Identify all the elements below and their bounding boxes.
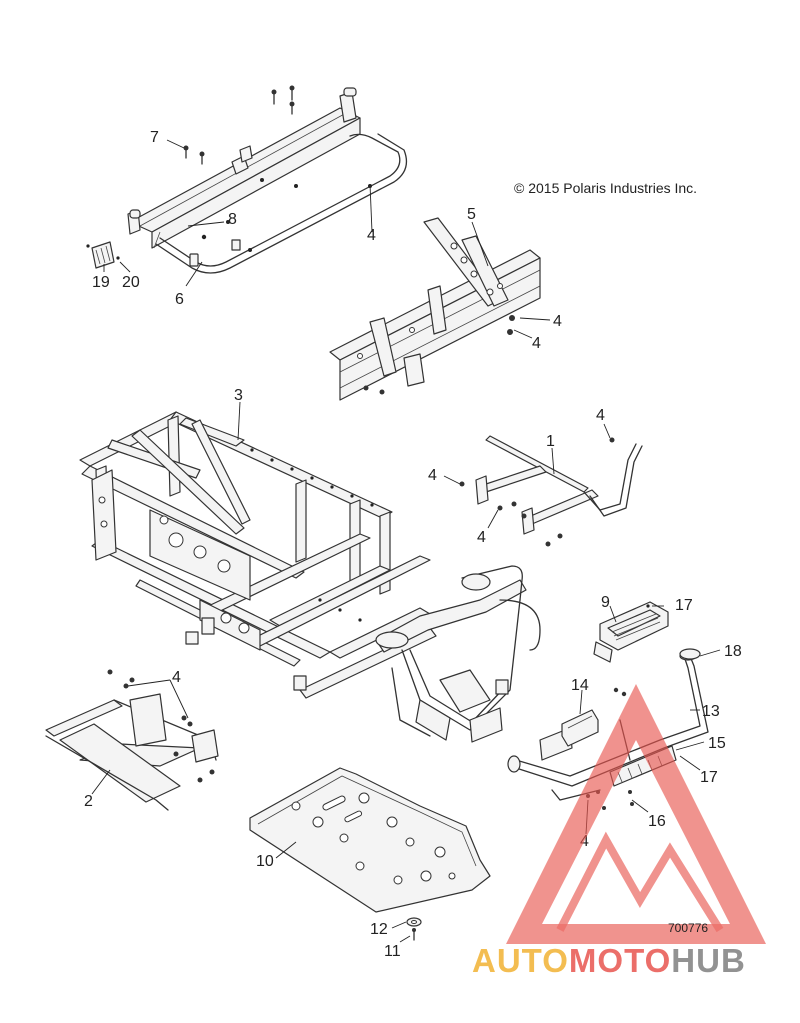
callout-labels: 7 8 4 6 19 20 5 4 4 3 1 4 4 4 4 2 10 12 … xyxy=(84,129,742,960)
callout-1: 1 xyxy=(546,433,555,450)
callout-13: 13 xyxy=(702,703,720,720)
part-6-rack-frame xyxy=(127,87,408,274)
callout-7: 7 xyxy=(150,129,159,146)
part-10-skid-plate xyxy=(249,767,491,913)
part-5-cross-brace xyxy=(329,217,541,401)
callout-10: 10 xyxy=(256,853,274,870)
reference-number: 700776 xyxy=(668,921,708,935)
bolts-7 xyxy=(183,85,295,165)
watermark-triangle-icon xyxy=(506,684,766,944)
part-14-bracket xyxy=(561,709,599,747)
callout-8: 8 xyxy=(228,211,237,228)
copyright-notice: © 2015 Polaris Industries Inc. xyxy=(514,180,697,196)
callout-4: 4 xyxy=(428,467,437,484)
callout-4: 4 xyxy=(477,529,486,546)
callout-4: 4 xyxy=(596,407,605,424)
callout-17: 17 xyxy=(675,597,693,614)
callout-4: 4 xyxy=(367,227,376,244)
callout-16: 16 xyxy=(648,813,666,830)
callout-12: 12 xyxy=(370,921,388,938)
part-1-step-bracket xyxy=(459,435,643,547)
callout-5: 5 xyxy=(467,206,476,223)
callout-20: 20 xyxy=(122,274,140,291)
watermark-moto: MOTO xyxy=(569,942,671,979)
watermark-text: AUTOMOTOHUB xyxy=(472,942,746,979)
callout-2: 2 xyxy=(84,793,93,810)
callout-18: 18 xyxy=(724,643,742,660)
part-11-screw xyxy=(412,928,416,941)
callout-4: 4 xyxy=(532,335,541,352)
callout-4: 4 xyxy=(580,833,589,850)
part-12-washer xyxy=(406,917,422,927)
part-18-cap xyxy=(679,648,701,660)
callout-14: 14 xyxy=(571,677,589,694)
callout-19: 19 xyxy=(92,274,110,291)
part-3-main-frame xyxy=(79,411,541,743)
callout-4: 4 xyxy=(553,313,562,330)
watermark-hub: HUB xyxy=(671,942,746,979)
callout-9: 9 xyxy=(601,594,610,611)
callout-4: 4 xyxy=(172,669,181,686)
watermark-logo: AUTOMOTOHUB xyxy=(472,684,766,979)
part-9-grille-bracket xyxy=(593,601,669,663)
watermark-auto: AUTO xyxy=(472,942,569,979)
part-2-step-bracket xyxy=(45,669,219,811)
callout-15: 15 xyxy=(708,735,726,752)
callout-3: 3 xyxy=(234,387,243,404)
callout-6: 6 xyxy=(175,291,184,308)
part-19-reflector xyxy=(86,241,120,269)
callout-11: 11 xyxy=(384,943,401,960)
callout-17: 17 xyxy=(700,769,718,786)
